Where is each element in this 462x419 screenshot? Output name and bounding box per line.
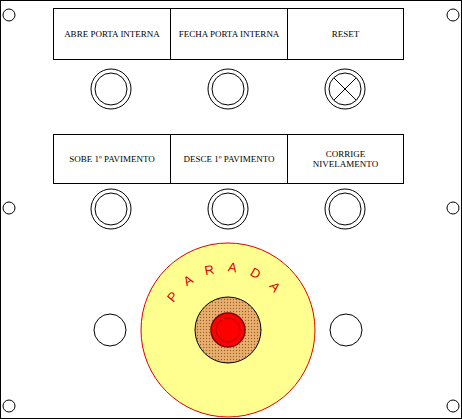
button-label: RESET xyxy=(326,29,366,39)
yellow-plate xyxy=(141,243,315,417)
button-label: FECHA PORTA INTERNA xyxy=(173,29,286,39)
screw-holes xyxy=(3,9,459,412)
label-box: SOBE 1º PAVIMENTO xyxy=(53,134,171,184)
stop-label: PARADA xyxy=(164,259,292,305)
stop-label-path: PARADA xyxy=(164,259,292,305)
button-label: SOBE 1º PAVIMENTO xyxy=(63,154,161,164)
button-label: CORRIGE NIVELAMENTO xyxy=(288,149,403,169)
label-box: RESET xyxy=(287,8,404,60)
label-box: DESCE 1º PAVIMENTO xyxy=(170,134,288,184)
button-label: DESCE 1º PAVIMENTO xyxy=(177,154,280,164)
label-box: FECHA PORTA INTERNA xyxy=(170,8,288,60)
button-label: ABRE PORTA INTERNA xyxy=(58,29,166,39)
label-box: ABRE PORTA INTERNA xyxy=(53,8,171,60)
emergency-stop-button: PARADA xyxy=(139,241,317,419)
label-box: CORRIGE NIVELAMENTO xyxy=(287,134,404,184)
red-knob xyxy=(211,313,245,347)
knob-graphic: PARADA xyxy=(139,241,317,419)
knob-ring xyxy=(195,297,261,363)
red-knob-inner xyxy=(216,318,240,342)
